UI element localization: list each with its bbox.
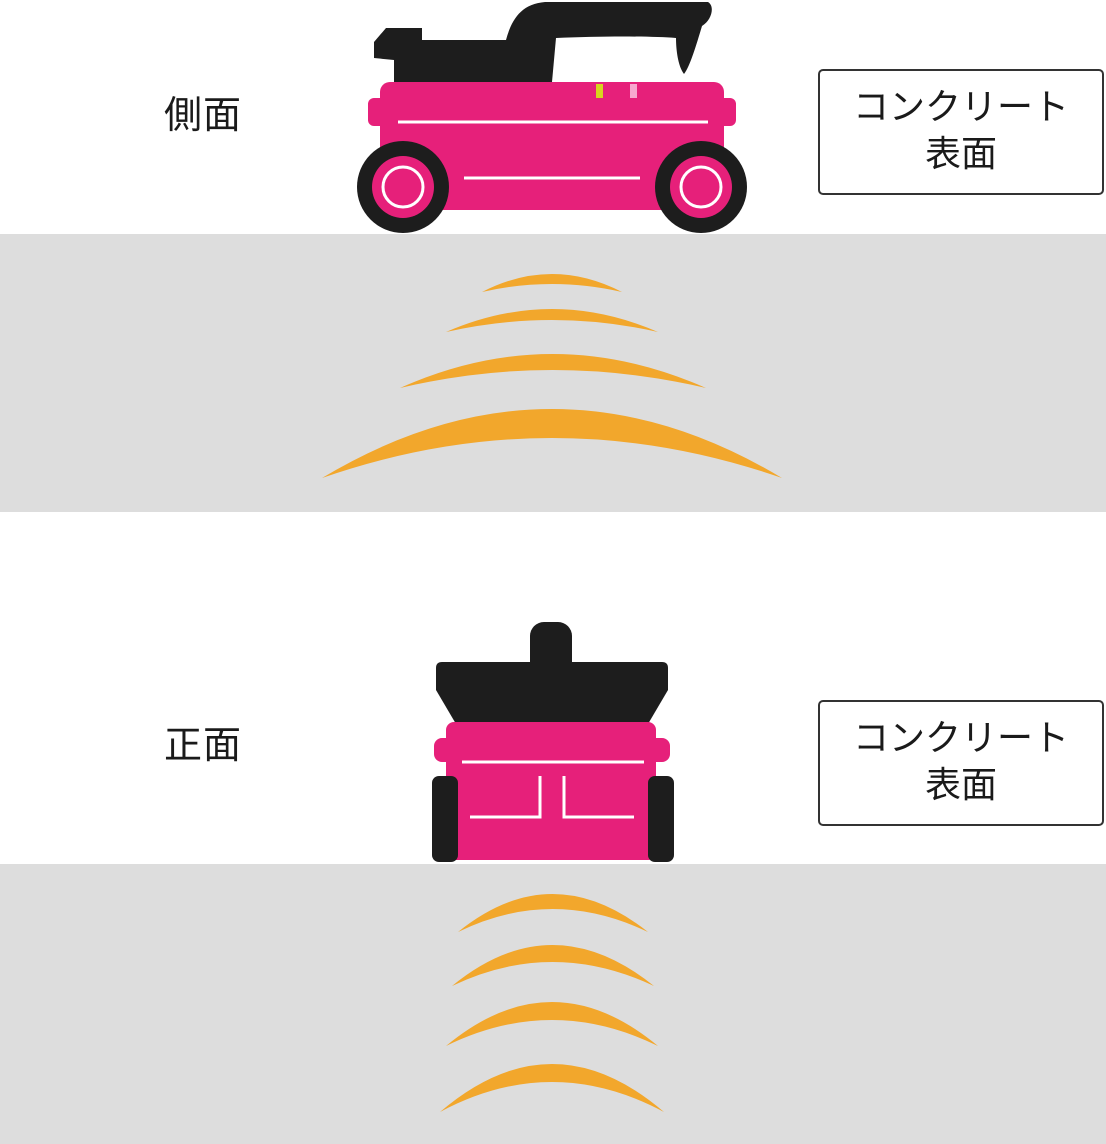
concrete-surface-label-side: コンクリート 表面 — [852, 87, 1069, 175]
front-radar-wave-icon — [440, 894, 664, 1112]
side-wheel-left — [357, 141, 449, 233]
front-wave-2 — [452, 945, 654, 986]
side-wheel-right — [655, 141, 747, 233]
side-wave-1 — [482, 274, 622, 292]
concrete-surface-label-front: コンクリート 表面 — [852, 718, 1069, 806]
concrete-surface-box-side: コンクリート 表面 — [818, 69, 1104, 195]
side-wave-3 — [400, 354, 706, 388]
side-wave-4 — [322, 409, 782, 478]
front-bumper-left — [434, 738, 456, 762]
side-bumper-right — [718, 98, 736, 126]
front-bumper-right — [648, 738, 670, 762]
front-body — [446, 722, 656, 860]
front-handle-base — [436, 662, 668, 724]
side-view-label: 側面 — [164, 93, 243, 137]
side-handle — [374, 2, 712, 82]
gpr-cart-side-icon — [357, 2, 747, 233]
front-wave-3 — [446, 1002, 658, 1046]
concrete-surface-box-front: コンクリート 表面 — [818, 700, 1104, 826]
radar-wave-icon — [322, 274, 782, 478]
indicator-yellow — [596, 84, 603, 98]
front-view-label: 正面 — [164, 723, 243, 767]
indicator-pink — [630, 84, 637, 98]
front-wave-1 — [458, 894, 648, 932]
front-wheel-right — [648, 776, 674, 862]
gpr-cart-front-icon — [432, 622, 674, 862]
side-wave-2 — [446, 309, 658, 332]
front-wave-4 — [440, 1064, 664, 1112]
front-wheel-left — [432, 776, 458, 862]
side-bumper-left — [368, 98, 386, 126]
